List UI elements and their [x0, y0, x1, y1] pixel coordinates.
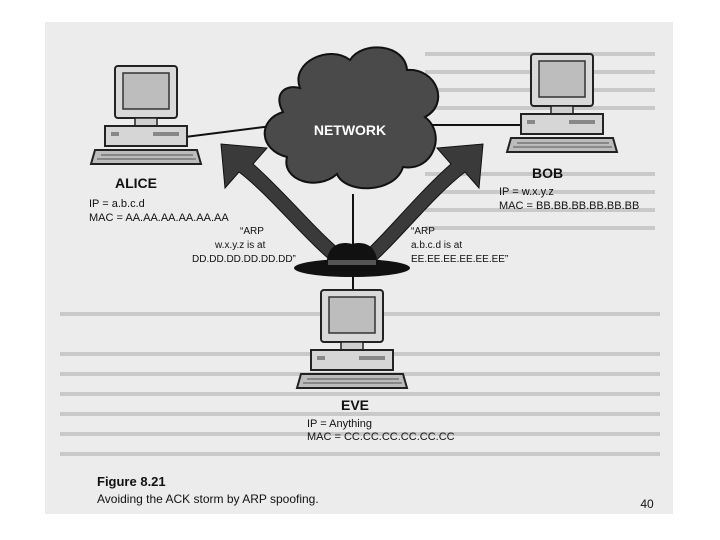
- bob-computer-icon: [506, 53, 618, 153]
- bob-mac: MAC = BB.BB.BB.BB.BB.BB: [499, 200, 639, 212]
- arrow-to-alice: [220, 143, 346, 273]
- eve-computer-icon: [296, 289, 408, 389]
- alice-name: ALICE: [115, 175, 157, 191]
- arp-to-alice-line1: “ARP: [240, 226, 264, 237]
- eve-ip: IP = Anything: [307, 418, 372, 430]
- network-cloud: NETWORK: [263, 46, 440, 190]
- link-alice-network: [184, 124, 281, 138]
- figure-number: Figure 8.21: [97, 474, 166, 489]
- slide-number: 40: [640, 497, 654, 511]
- eve-name: EVE: [341, 397, 369, 413]
- arp-to-bob-line3: EE.EE.EE.EE.EE.EE”: [411, 254, 508, 265]
- alice-mac: MAC = AA.AA.AA.AA.AA.AA: [89, 212, 229, 224]
- eve-mac: MAC = CC.CC.CC.CC.CC.CC: [307, 431, 455, 443]
- alice-ip: IP = a.b.c.d: [89, 198, 145, 210]
- alice-computer-icon: [90, 65, 202, 165]
- arp-to-bob-line2: a.b.c.d is at: [411, 240, 462, 251]
- bob-ip: IP = w.x.y.z: [499, 186, 554, 198]
- arrow-to-bob: [362, 143, 484, 274]
- scanned-book-page: NETWORK ALICE IP = a.b.c.d MAC = AA.AA.A…: [45, 22, 673, 514]
- arp-to-bob-line1: “ARP: [411, 226, 435, 237]
- network-label: NETWORK: [314, 122, 386, 138]
- arp-to-alice-line2: w.x.y.z is at: [214, 240, 266, 251]
- figure-caption: Avoiding the ACK storm by ARP spoofing.: [97, 492, 319, 506]
- black-hat-icon: [294, 243, 410, 277]
- bob-name: BOB: [532, 165, 563, 181]
- arp-to-alice-line3: DD.DD.DD.DD.DD.DD”: [192, 254, 296, 265]
